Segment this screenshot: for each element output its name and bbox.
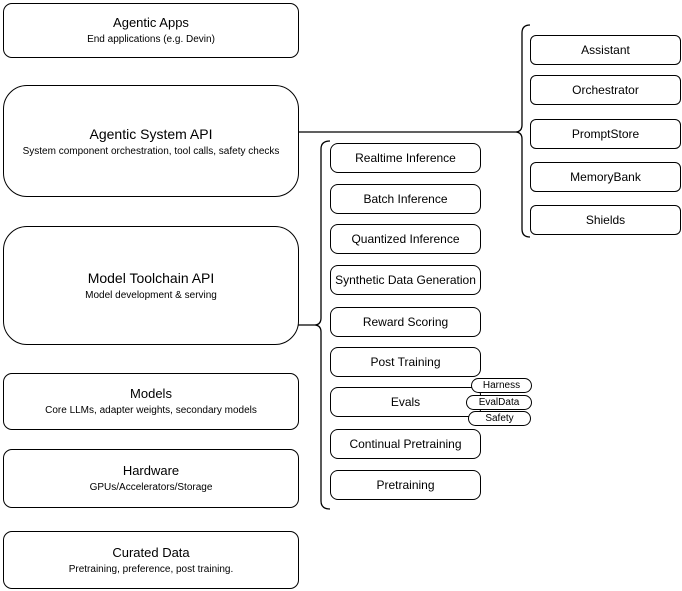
node-subtitle: Model development & serving — [85, 290, 217, 301]
badge-evaldata: EvalData — [466, 395, 532, 410]
node-realtime-inference: Realtime Inference — [330, 143, 481, 173]
node-post-training: Post Training — [330, 347, 481, 377]
node-agentic-system-api: Agentic System API System component orch… — [3, 85, 299, 197]
bracket-toolchain-group — [314, 140, 331, 510]
node-assistant: Assistant — [530, 35, 681, 65]
node-subtitle: System component orchestration, tool cal… — [22, 145, 280, 157]
bracket-system-group — [515, 24, 531, 238]
node-hardware: Hardware GPUs/Accelerators/Storage — [3, 449, 299, 508]
node-batch-inference: Batch Inference — [330, 184, 481, 214]
node-subtitle: GPUs/Accelerators/Storage — [89, 482, 213, 493]
badge-harness: Harness — [471, 378, 532, 393]
node-title: Models — [130, 386, 172, 401]
node-pretraining: Pretraining — [330, 470, 481, 500]
node-reward-scoring: Reward Scoring — [330, 307, 481, 337]
node-title: Agentic System API — [89, 125, 213, 142]
node-title: Model Toolchain API — [87, 270, 215, 286]
badge-safety: Safety — [468, 411, 531, 426]
node-title: Curated Data — [112, 544, 190, 560]
node-continual-pretraining: Continual Pretraining — [330, 429, 481, 459]
node-subtitle: End applications (e.g. Devin) — [87, 34, 215, 45]
node-subtitle: Pretraining, preference, post training. — [68, 563, 234, 575]
node-synthetic-data-generation: Synthetic Data Generation — [330, 265, 481, 295]
node-evals: Evals — [330, 387, 481, 417]
node-shields: Shields — [530, 205, 681, 235]
node-promptstore: PromptStore — [530, 119, 681, 149]
node-orchestrator: Orchestrator — [530, 75, 681, 105]
node-curated-data: Curated Data Pretraining, preference, po… — [3, 531, 299, 589]
node-title: Agentic Apps — [113, 15, 189, 30]
node-subtitle: Core LLMs, adapter weights, secondary mo… — [45, 405, 257, 416]
node-agentic-apps: Agentic Apps End applications (e.g. Devi… — [3, 3, 299, 58]
node-model-toolchain-api: Model Toolchain API Model development & … — [3, 226, 299, 345]
node-models: Models Core LLMs, adapter weights, secon… — [3, 373, 299, 430]
node-quantized-inference: Quantized Inference — [330, 224, 481, 254]
node-title: Hardware — [122, 463, 180, 478]
node-memorybank: MemoryBank — [530, 162, 681, 192]
